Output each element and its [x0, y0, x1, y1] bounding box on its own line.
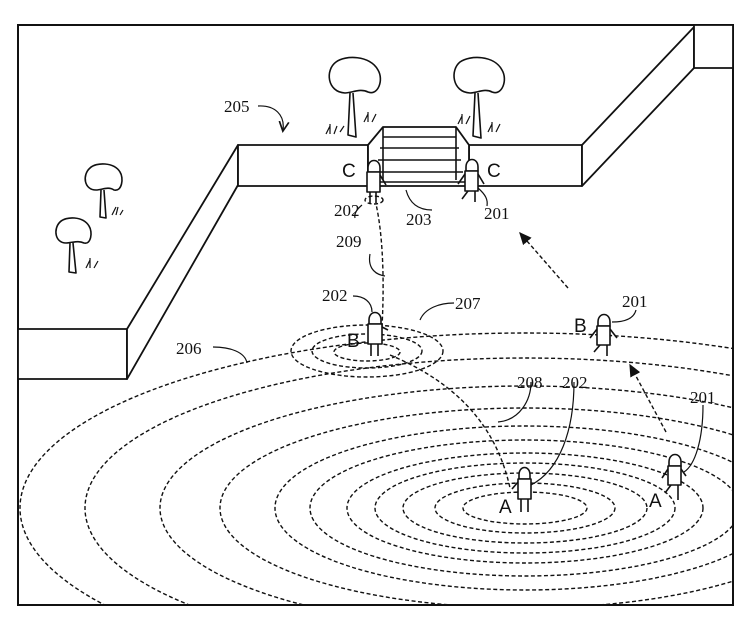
label-202-b: 202 [322, 286, 348, 305]
zone-b-202: B [347, 331, 360, 352]
label-208: 208 [517, 373, 543, 392]
label-202-c: 202 [334, 201, 360, 220]
zone-a-201: A [649, 491, 662, 512]
left-wall-front [18, 329, 127, 379]
zone-c-right: C [487, 161, 501, 182]
label-206: 206 [176, 339, 202, 358]
label-207: 207 [455, 294, 481, 313]
label-201-b: 201 [622, 292, 648, 311]
label-209: 209 [336, 232, 362, 251]
zone-b-201: B [574, 316, 587, 337]
label-203: 203 [406, 210, 432, 229]
zone-c-left: C [342, 161, 356, 182]
back-wall-right [469, 145, 582, 186]
label-205: 205 [224, 97, 250, 116]
stairs-203 [368, 127, 469, 186]
label-201-c: 201 [484, 204, 510, 223]
label-202-a: 202 [562, 373, 588, 392]
zone-a-202: A [499, 497, 512, 518]
right-wall-block [694, 25, 733, 68]
label-201-a: 201 [690, 388, 716, 407]
